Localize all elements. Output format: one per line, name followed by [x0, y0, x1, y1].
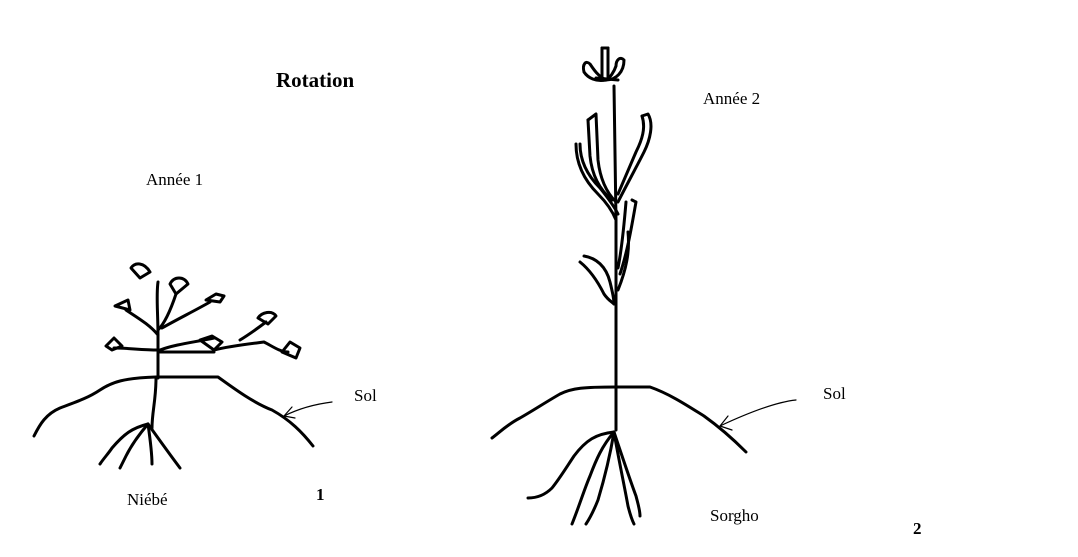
niebe-leaf	[113, 298, 132, 312]
panel-number-2: 2	[913, 519, 922, 538]
niebe-roots	[98, 422, 150, 466]
sorgho-soil-arrow	[719, 399, 797, 427]
sorgho-panicle	[600, 46, 610, 80]
soil-label-1: Sol	[354, 386, 377, 405]
sorgho-leaf	[618, 198, 638, 276]
niebe-leaf	[104, 336, 124, 352]
diagram-title: Rotation	[276, 68, 355, 92]
crop-label-sorgho: Sorgho	[710, 506, 759, 525]
year-1-label: Année 1	[146, 170, 204, 189]
sorgho-roots	[526, 430, 616, 500]
soil-label-2: Sol	[823, 384, 846, 403]
niebe-soil-line	[32, 375, 315, 448]
sorgho-leaf	[586, 112, 618, 204]
sorgho-leaf	[582, 254, 616, 306]
niebe-leaf	[198, 334, 224, 352]
sorgho-stem	[612, 84, 618, 432]
sorgho-leaf	[616, 112, 653, 204]
crop-label-niebe: Niébé	[127, 490, 168, 509]
niebe-leaf	[204, 292, 226, 304]
sorgho-soil-line	[490, 385, 748, 454]
niebe-plant-illustration	[32, 262, 333, 470]
niebe-leaf	[280, 340, 302, 360]
sorgho-plant-illustration	[490, 46, 797, 526]
sorgho-leaf	[574, 142, 618, 222]
niebe-soil-arrow	[283, 401, 333, 417]
panel-number-1: 1	[316, 485, 325, 504]
niebe-leaf	[129, 262, 152, 280]
year-2-label: Année 2	[703, 89, 761, 108]
niebe-leaf	[168, 276, 190, 296]
niebe-leaf	[256, 310, 278, 326]
